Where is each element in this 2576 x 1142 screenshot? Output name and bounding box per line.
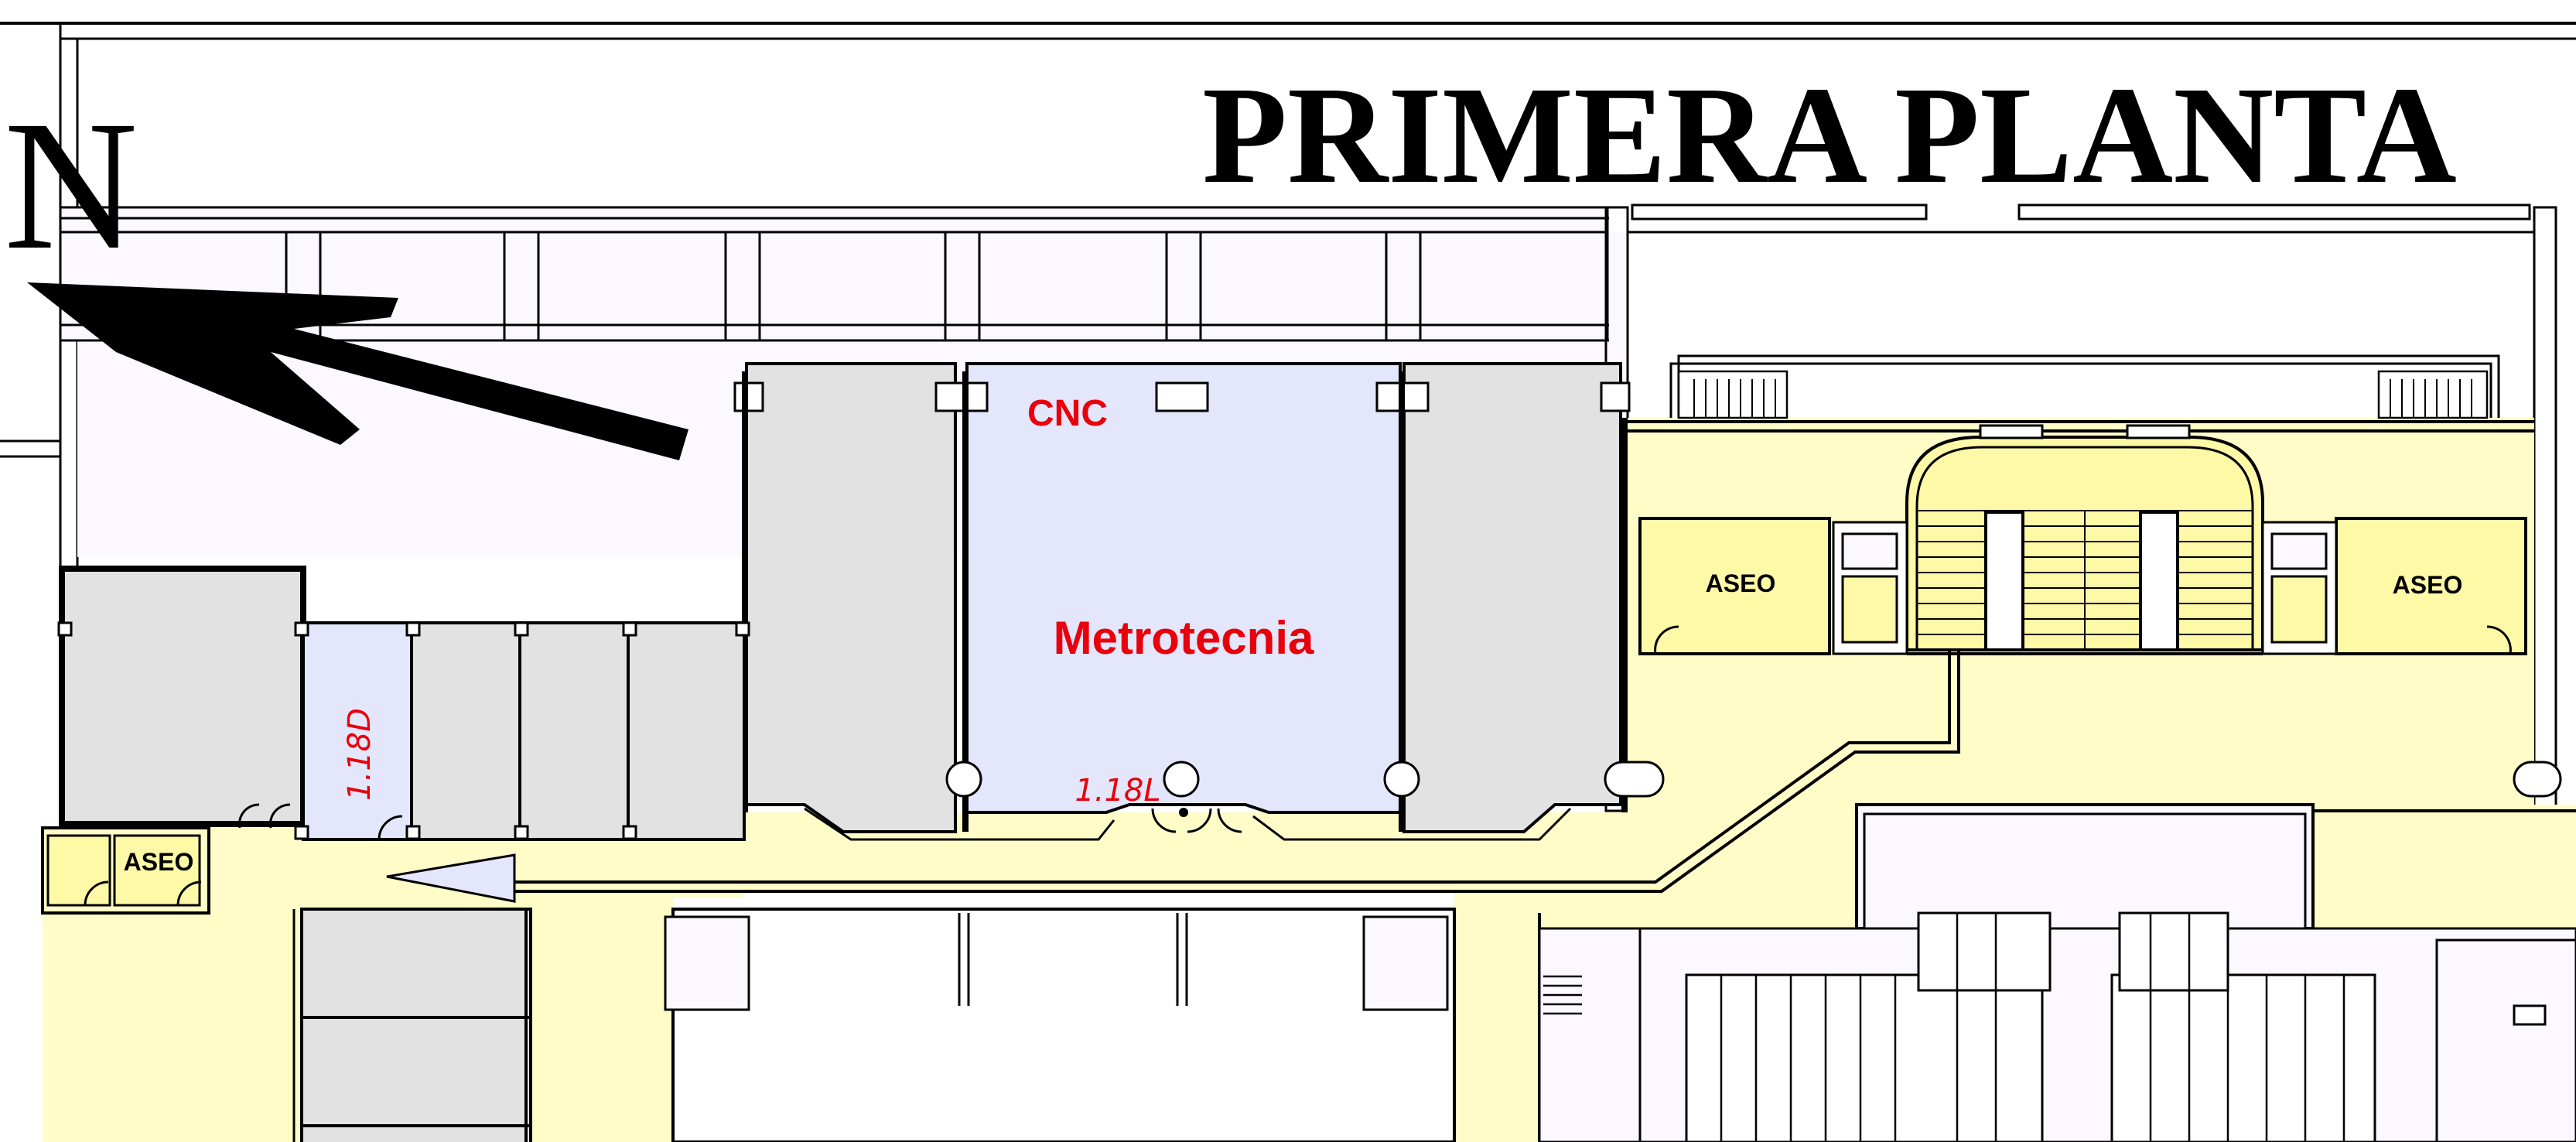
cnc-label: CNC [1027,393,1108,434]
corridor-arrow [386,853,516,903]
bottom-center [664,908,1456,1142]
right-upper [1628,354,2534,433]
room-118l-label: 1.18L [1074,773,1160,809]
room-118d-label: 1.18D [342,708,378,801]
map-title: PRIMERA PLANTA [1202,58,2457,212]
aseo-right-label: ASEO [2393,571,2463,599]
lab-block [733,362,2096,1034]
aseo-center-label: ASEO [1706,569,1776,597]
aseo-left-label: ASEO [124,848,194,876]
left-offices [41,566,750,1142]
north-label: N [4,82,138,288]
metrotecnia-label: Metrotecnia [1054,612,1314,664]
staircase [1905,424,2264,655]
bottom-right [1538,803,2576,1142]
aseo-blocks [1638,517,2562,798]
north-arrow-icon [27,282,688,460]
